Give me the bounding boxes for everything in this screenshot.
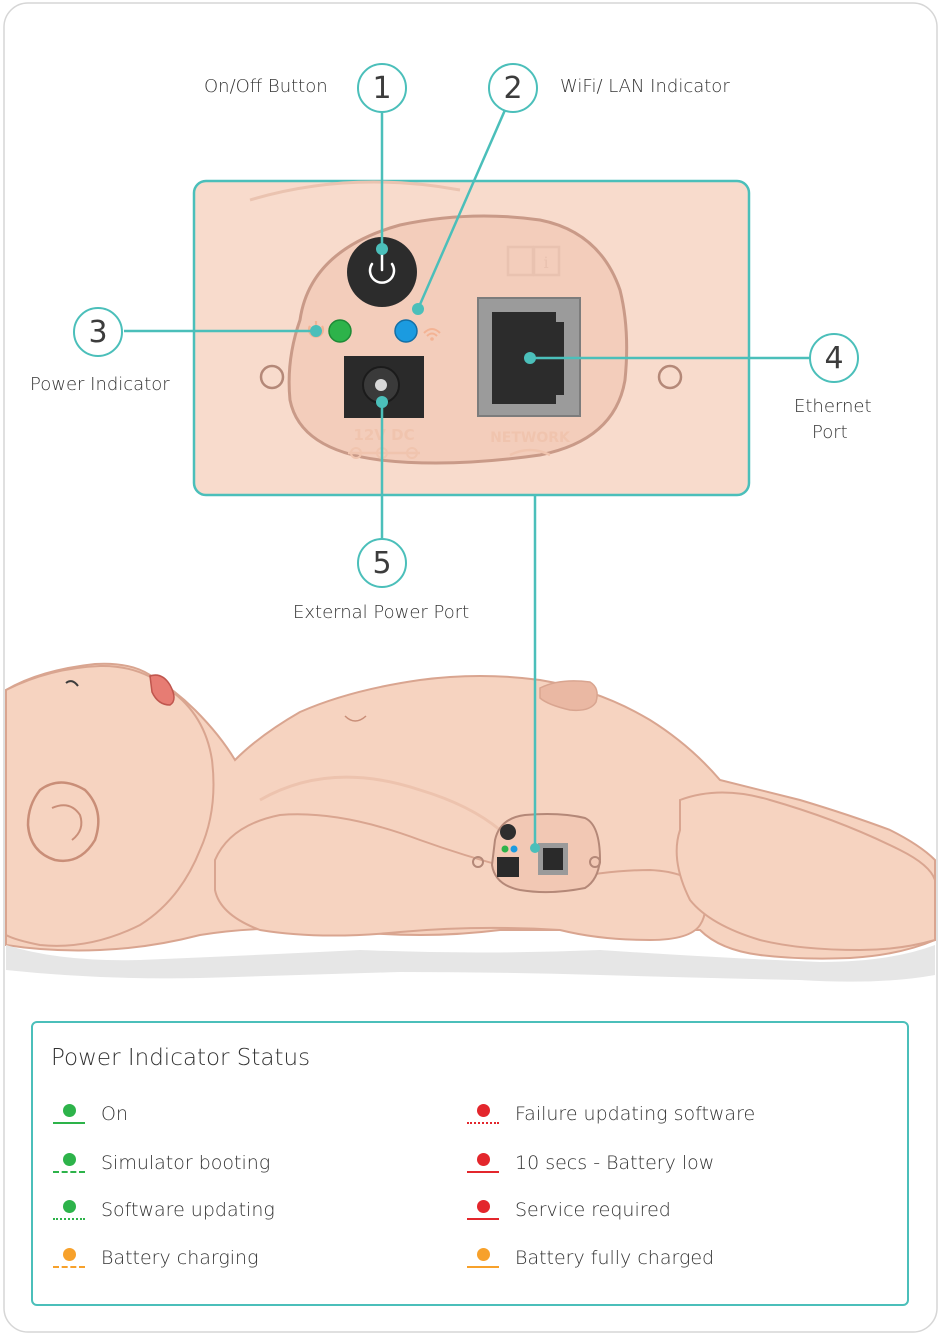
callout-4: 4 <box>809 333 859 383</box>
legend-item: Simulator booting <box>51 1148 270 1178</box>
legend-item: Battery fully charged <box>465 1243 714 1273</box>
callout-3: 3 <box>73 307 123 357</box>
ethernet-port-label-line1: Ethernet <box>794 395 872 418</box>
ethernet-port-label-line2: Port <box>812 421 848 444</box>
wifi-led <box>395 320 417 342</box>
network-port-label: NETWORK <box>490 430 571 446</box>
status-led-icon <box>465 1149 501 1177</box>
legend-item: Service required <box>465 1195 671 1225</box>
callout-2: 2 <box>488 63 538 113</box>
legend-item: Failure updating software <box>465 1099 755 1129</box>
power-led <box>329 320 351 342</box>
callout-3-number: 3 <box>88 315 107 350</box>
svg-text:i: i <box>543 253 548 272</box>
legend-item-label: Battery fully charged <box>515 1247 714 1269</box>
legend-item-label: Simulator booting <box>101 1152 270 1174</box>
status-led-icon <box>51 1244 87 1272</box>
status-led-icon <box>51 1149 87 1177</box>
status-led-icon <box>465 1244 501 1272</box>
legend-item: Software updating <box>51 1195 275 1225</box>
callout-5: 5 <box>357 538 407 588</box>
callout-5-number: 5 <box>372 546 391 581</box>
callout-1: 1 <box>357 63 407 113</box>
legend-item-label: Battery charging <box>101 1247 259 1269</box>
external-power-port-label: External Power Port <box>293 601 469 624</box>
legend-item-label: Service required <box>515 1199 671 1221</box>
legend-title: Power Indicator Status <box>51 1045 310 1071</box>
status-led-icon <box>51 1196 87 1224</box>
legend-item: Battery charging <box>51 1243 259 1273</box>
on-off-button-label: On/Off Button <box>204 75 328 98</box>
status-led-icon <box>465 1100 501 1128</box>
dc-port-label: 12V DC <box>353 426 414 444</box>
callout-1-number: 1 <box>372 71 391 106</box>
legend-item: 10 secs - Battery low <box>465 1148 714 1178</box>
legend-item-label: Software updating <box>101 1199 275 1221</box>
callout-4-number: 4 <box>824 341 843 376</box>
wifi-lan-indicator-label: WiFi/ LAN Indicator <box>560 75 730 98</box>
status-led-icon <box>465 1196 501 1224</box>
status-led-icon <box>51 1100 87 1128</box>
callout-2-number: 2 <box>503 71 522 106</box>
legend-item-label: 10 secs - Battery low <box>515 1152 714 1174</box>
legend-item: On <box>51 1099 128 1129</box>
legend-item-label: On <box>101 1103 128 1125</box>
power-indicator-label: Power Indicator <box>30 373 170 396</box>
zoomed-panel: i 12V DC NETWORK <box>194 181 749 495</box>
legend-item-label: Failure updating software <box>515 1103 755 1125</box>
